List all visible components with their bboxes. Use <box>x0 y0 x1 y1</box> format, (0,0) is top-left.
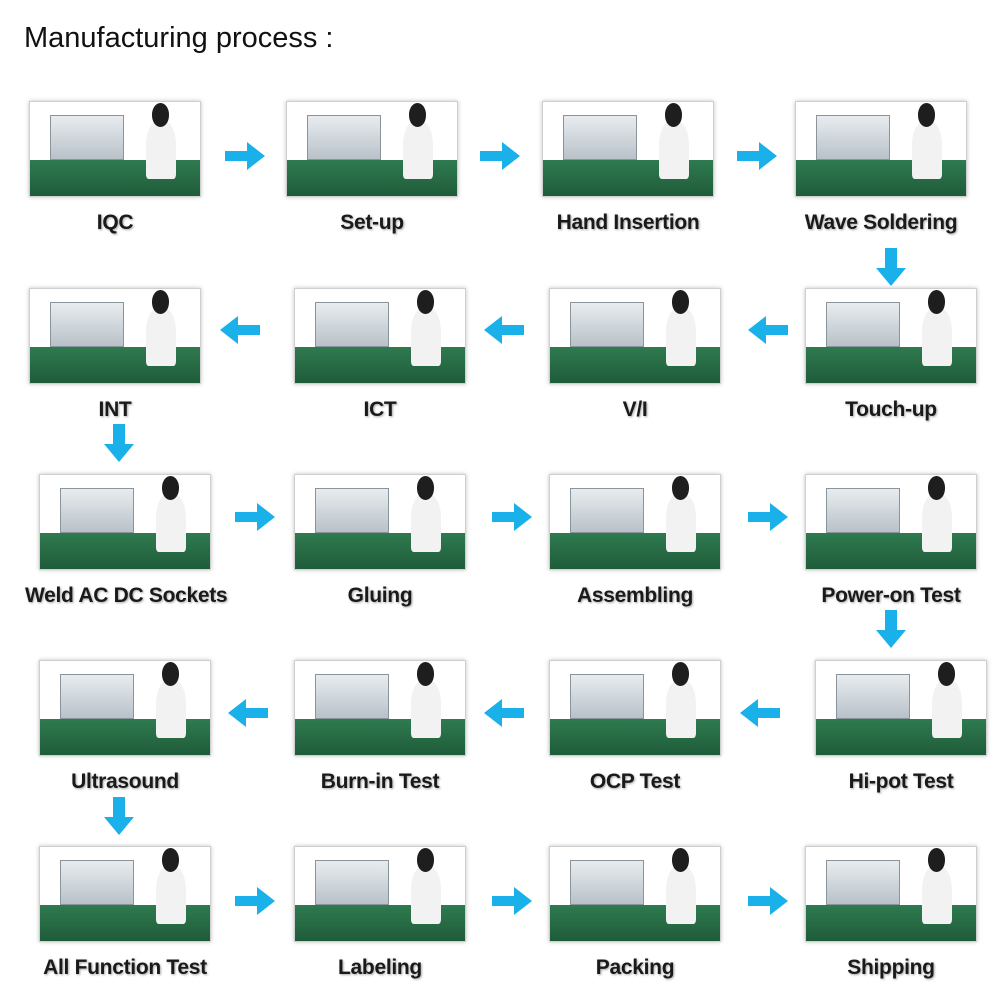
step-photo <box>805 846 977 942</box>
arrow-down-icon <box>104 424 134 462</box>
step-hi-pot-test: Hi-pot Test <box>801 660 1000 794</box>
step-label: All Function Test <box>43 956 207 979</box>
step-all-function-test: All Function Test <box>25 846 225 980</box>
arrow-right-icon <box>225 142 265 170</box>
step-labeling: Labeling <box>280 846 480 980</box>
arrow-down-icon <box>876 610 906 648</box>
step-photo <box>29 288 201 384</box>
step-wave-soldering: Wave Soldering <box>781 101 981 235</box>
step-label: Hand Insertion <box>556 211 700 234</box>
step-label: Power-on Test <box>821 584 961 607</box>
arrow-right-icon <box>480 142 520 170</box>
step-label: V/I <box>622 398 648 421</box>
step-photo <box>294 474 466 570</box>
step-shipping: Shipping <box>791 846 991 980</box>
step-label: IQC <box>96 211 134 234</box>
arrow-left-icon <box>484 316 524 344</box>
step-photo <box>815 660 987 756</box>
arrow-right-icon <box>748 503 788 531</box>
step-ocp-test: OCP Test <box>535 660 735 794</box>
step-photo <box>39 660 211 756</box>
arrow-left-icon <box>740 699 780 727</box>
step-photo <box>294 288 466 384</box>
arrow-right-icon <box>492 887 532 915</box>
step-photo <box>39 474 211 570</box>
step-label: Wave Soldering <box>804 211 958 234</box>
arrow-left-icon <box>484 699 524 727</box>
step-label: OCP Test <box>589 770 681 793</box>
step-label: Touch-up <box>845 398 937 421</box>
arrow-right-icon <box>748 887 788 915</box>
step-label: Assembling <box>576 584 694 607</box>
arrow-right-icon <box>235 503 275 531</box>
arrow-left-icon <box>220 316 260 344</box>
step-photo <box>549 474 721 570</box>
arrow-down-icon <box>104 797 134 835</box>
step-photo <box>795 101 967 197</box>
step-photo <box>549 288 721 384</box>
step-photo <box>294 846 466 942</box>
step-label: Hi-pot Test <box>848 770 954 793</box>
step-photo <box>805 288 977 384</box>
step-assembling: Assembling <box>535 474 735 608</box>
step-label: Packing <box>595 956 675 979</box>
step-label: Set-up <box>340 211 404 234</box>
step-label: Labeling <box>338 956 422 979</box>
step-label: Burn-in Test <box>320 770 440 793</box>
step-power-on-test: Power-on Test <box>791 474 991 608</box>
step-photo <box>542 101 714 197</box>
step-label: INT <box>98 398 132 421</box>
arrow-right-icon <box>492 503 532 531</box>
step-hand-insertion: Hand Insertion <box>528 101 728 235</box>
step-label: Weld AC DC Sockets <box>25 584 228 607</box>
step-label: Shipping <box>847 956 935 979</box>
step-iqc: IQC <box>15 101 215 235</box>
arrow-right-icon <box>737 142 777 170</box>
page-title: Manufacturing process : <box>24 22 334 54</box>
step-weld-ac-dc-sockets: Weld AC DC Sockets <box>25 474 228 608</box>
step-photo <box>29 101 201 197</box>
arrow-left-icon <box>748 316 788 344</box>
step-ultrasound: Ultrasound <box>25 660 225 794</box>
step-photo <box>549 846 721 942</box>
step-gluing: Gluing <box>280 474 480 608</box>
step-vi: V/I <box>535 288 735 422</box>
arrow-left-icon <box>228 699 268 727</box>
step-label: ICT <box>363 398 397 421</box>
step-photo <box>805 474 977 570</box>
arrow-down-icon <box>876 248 906 286</box>
step-label: Gluing <box>347 584 413 607</box>
step-touch-up: Touch-up <box>791 288 991 422</box>
step-packing: Packing <box>535 846 735 980</box>
step-photo <box>549 660 721 756</box>
arrow-right-icon <box>235 887 275 915</box>
step-int: INT <box>15 288 215 422</box>
step-ict: ICT <box>280 288 480 422</box>
step-photo <box>39 846 211 942</box>
step-photo <box>294 660 466 756</box>
step-burn-in-test: Burn-in Test <box>280 660 480 794</box>
step-photo <box>286 101 458 197</box>
step-set-up: Set-up <box>272 101 472 235</box>
step-label: Ultrasound <box>71 770 179 793</box>
